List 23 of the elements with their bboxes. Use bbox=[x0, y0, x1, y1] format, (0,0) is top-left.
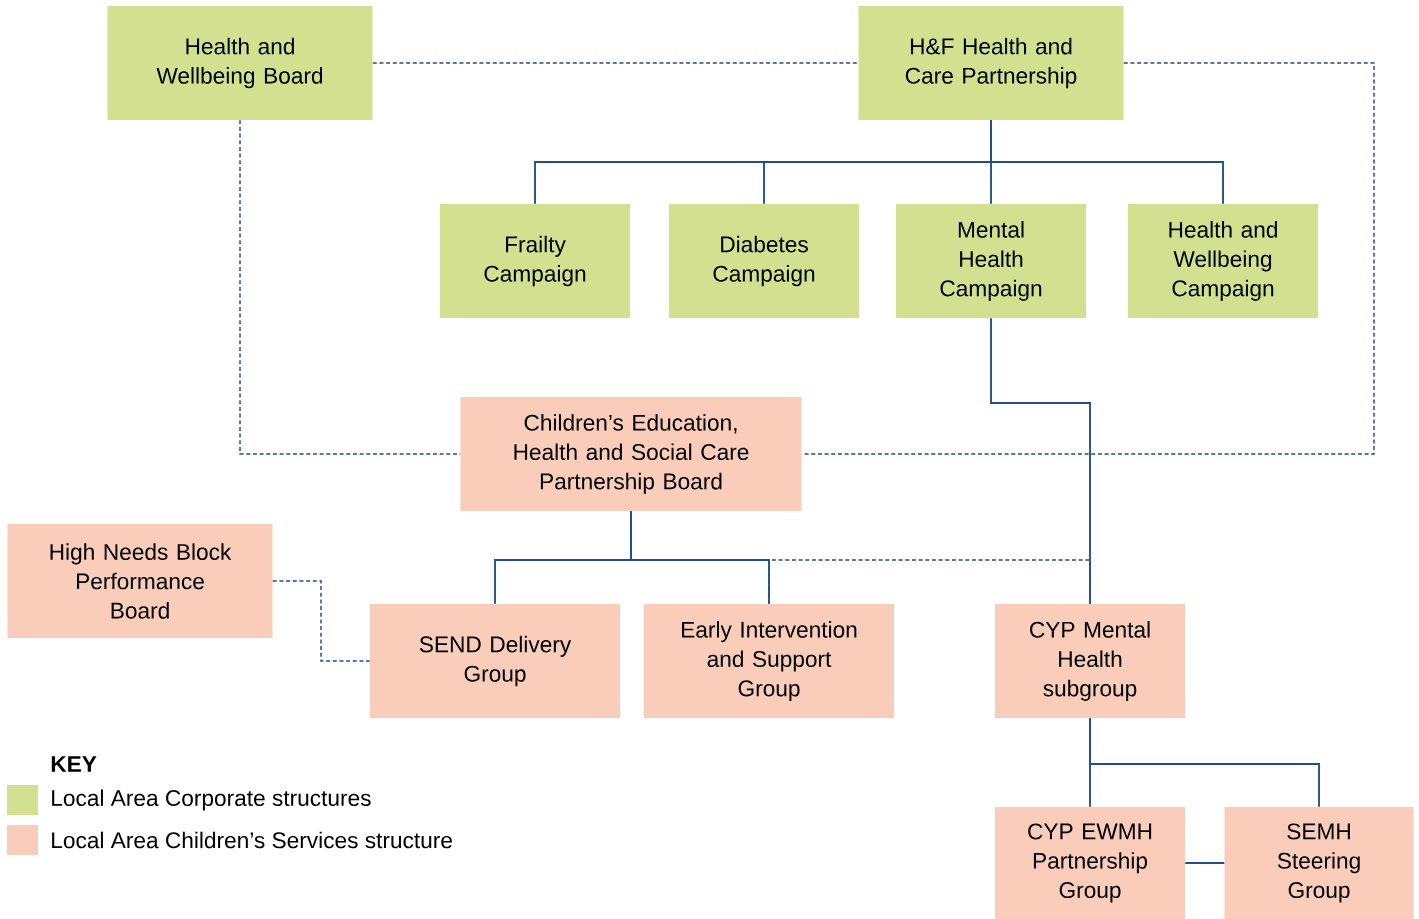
org-box: Diabetes Campaign bbox=[669, 204, 859, 318]
legend-text: Local Area Corporate structures bbox=[52, 789, 371, 811]
legend-text: Local Area Children’s Services structure bbox=[52, 831, 452, 849]
org-box: Children’s Education, Health and Social Care Partnership Board bbox=[460, 397, 802, 511]
connector-line bbox=[372, 62, 859, 64]
org-box: Health and Wellbeing Board bbox=[107, 6, 373, 120]
connector-line bbox=[1184, 862, 1226, 864]
connector-line bbox=[1089, 717, 1320, 808]
connector-line bbox=[990, 317, 1091, 605]
key-heading: KEY bbox=[51, 756, 97, 772]
org-box: H&F Health and Care Partnership bbox=[858, 6, 1124, 120]
org-box: Early Intervention and Support Group bbox=[644, 604, 894, 718]
org-box: High Needs Block Performance Board bbox=[7, 524, 273, 638]
org-box: Frailty Campaign bbox=[440, 204, 630, 318]
org-box: Health and Wellbeing Campaign bbox=[1128, 204, 1318, 318]
connector-line bbox=[990, 119, 1224, 205]
connector-line bbox=[768, 559, 1091, 605]
org-box: CYP EWMH Partnership Group bbox=[995, 807, 1185, 919]
org-box: Mental Health Campaign bbox=[896, 204, 1086, 318]
org-box: SEND Delivery Group bbox=[370, 604, 620, 718]
org-box: SEMH Steering Group bbox=[1224, 807, 1414, 919]
org-box: CYP Mental Health subgroup bbox=[995, 604, 1185, 718]
connector-line bbox=[272, 580, 371, 662]
